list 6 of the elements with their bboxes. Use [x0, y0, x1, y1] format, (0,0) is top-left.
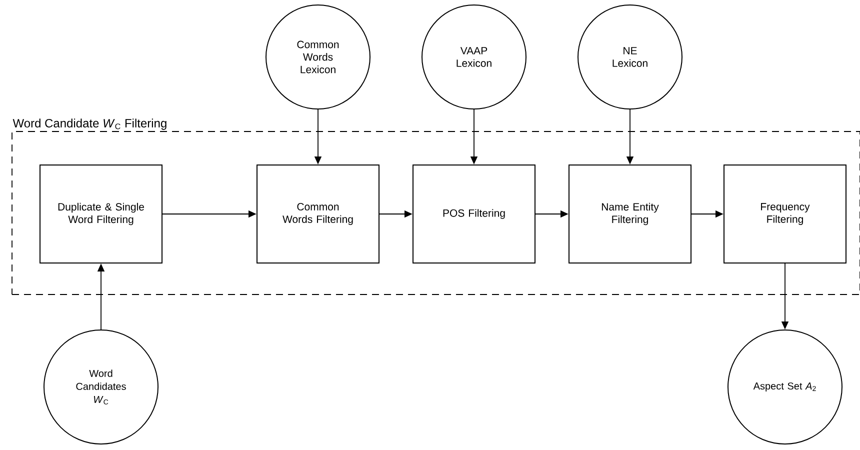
frame-heading: Word Candidate W$_{C}$ Filtering	[12, 118, 166, 130]
process-box: Duplicate & Single Word Filtering	[40, 164, 162, 264]
process-box: POS Filtering	[412, 164, 536, 264]
process-box: Frequency Filtering	[724, 164, 846, 264]
process-box: Common Words Filtering	[256, 164, 380, 264]
process-box: Name Entity Filtering	[568, 164, 692, 264]
